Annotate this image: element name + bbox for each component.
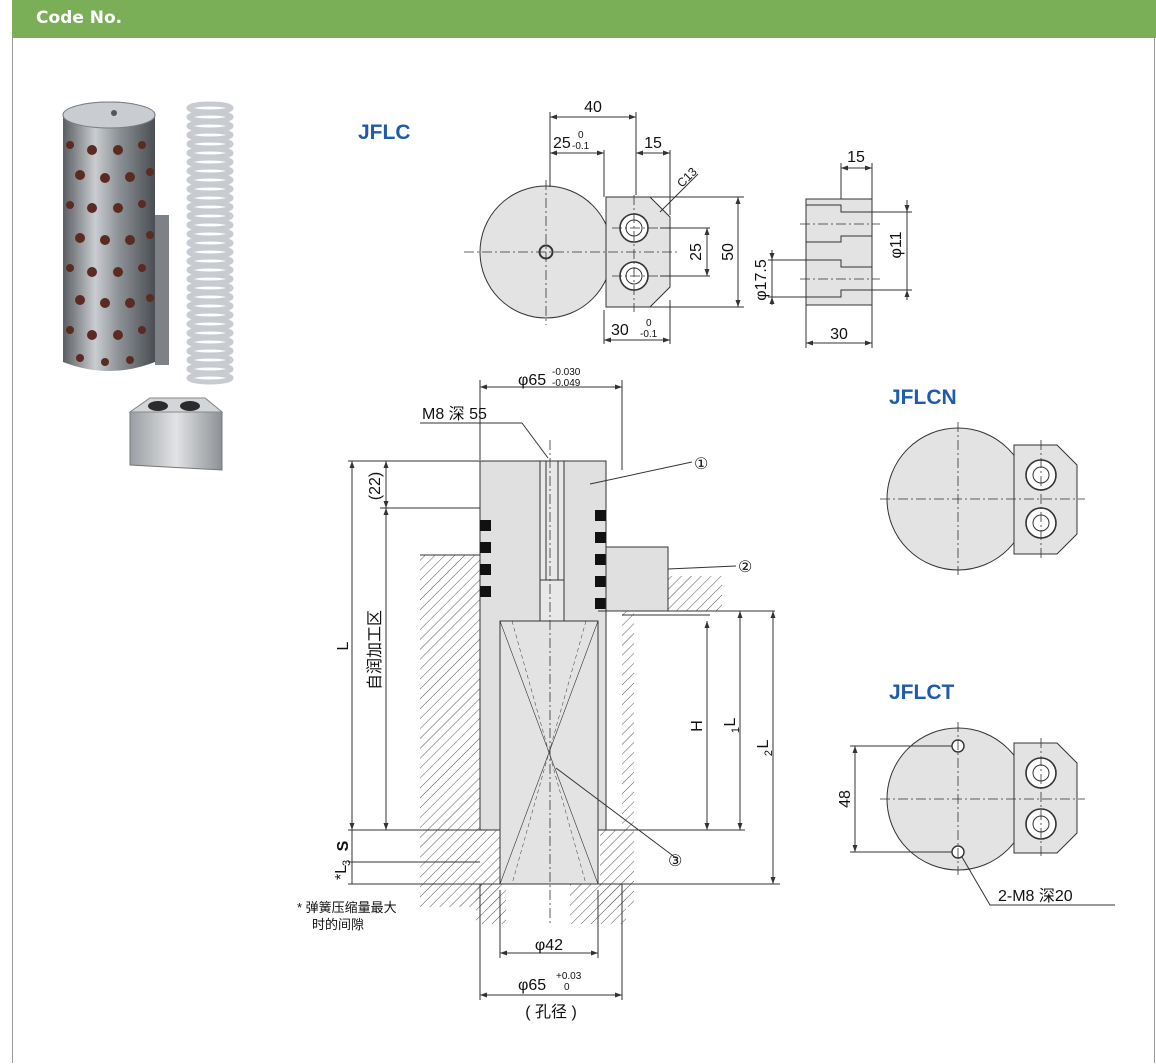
section-dia-65-top-tol-lower: -0.049 [552, 378, 581, 389]
jflct-tap-note: 2-M8 深20 [998, 887, 1073, 905]
section-dim-22: (22) [367, 472, 384, 500]
side-dim-30: 30 [830, 326, 848, 343]
jflc-dim-30: 30 [611, 322, 629, 339]
section-dia-42: φ42 [535, 937, 563, 954]
lubricant-plugs [480, 510, 606, 609]
section-dim-L2-sub: 2 [763, 750, 775, 756]
jflc-dim-30-tol-upper: 0 [646, 318, 652, 329]
header-title: Code No. [36, 8, 123, 28]
jflc-dim-50: 50 [720, 243, 737, 261]
jflc-dim-pitch-25: 25 [688, 243, 705, 261]
footnote-line-1: * 弹簧压缩量最大 [297, 900, 397, 915]
section-dia-65-bottom-tol-lower: 0 [564, 982, 570, 993]
side-view: 15 φ11 φ17.5 30 [753, 149, 912, 348]
jflc-dim-30-tol-lower: -0.1 [640, 329, 658, 340]
jflc-title: JFLC [358, 121, 411, 144]
jflc-dim-25-tol-upper: 0 [578, 130, 584, 141]
section-dia-65-bottom: φ65 [518, 977, 546, 994]
guide-post-image [62, 101, 169, 371]
block-image [128, 397, 224, 471]
jflcn-title: JFLCN [889, 386, 957, 409]
section-dim-L1-sub: 1 [730, 727, 742, 733]
callout-3: ③ [668, 853, 682, 870]
section-dim-L2: L [755, 739, 772, 748]
spring-coil [186, 371, 234, 385]
section-zone-label: 自润加工区 [366, 610, 384, 690]
jflc-dim-25-tol-lower: -0.1 [572, 141, 590, 152]
section-dim-S: S [335, 840, 352, 851]
side-dim-17-5: φ17.5 [753, 259, 770, 301]
section-dim-L3-sub: 3 [341, 860, 353, 866]
jflct-dim-48: 48 [837, 790, 854, 808]
jflcn-view: JFLCN [880, 386, 1085, 575]
product-photo [62, 101, 234, 471]
section-block [605, 546, 669, 612]
section-view: φ65 -0.030 -0.049 M8 深 55 (22) L 自润加工区 H… [297, 367, 780, 1021]
jflc-dim-40: 40 [584, 99, 602, 116]
section-tap-note: M8 深 55 [422, 405, 487, 423]
jflct-view: JFLCT 48 2-M8 深20 [837, 681, 1115, 906]
side-block [805, 198, 873, 306]
section-dim-H: H [689, 720, 706, 732]
footnote-line-2: 时的间隙 [312, 917, 364, 932]
side-dim-15: 15 [847, 149, 865, 166]
jflc-dim-25: 25 [553, 135, 571, 152]
die-plate-left-hatch [420, 555, 480, 907]
callout-2: ② [738, 559, 752, 576]
jflc-dim-15: 15 [644, 135, 662, 152]
section-dim-L: L [335, 641, 352, 650]
callout-1: ① [694, 456, 708, 473]
jflc-view: JFLC [358, 99, 744, 344]
section-dia-65-top-tol-upper: -0.030 [552, 367, 581, 378]
section-dia-65-top: φ65 [518, 372, 546, 389]
section-hole-label: ( 孔径 ) [525, 1003, 577, 1021]
jflct-title: JFLCT [889, 681, 955, 704]
section-dim-L3: *L [333, 865, 350, 880]
spring-image [186, 101, 234, 385]
side-dim-11: φ11 [888, 231, 905, 258]
jflc-chamfer: C13 [674, 164, 700, 190]
section-dim-L1: L [722, 717, 739, 726]
header-bar: Code No. [12, 0, 1156, 38]
section-dia-65-bottom-tol-upper: +0.03 [556, 971, 582, 982]
content-frame [12, 38, 1155, 1063]
